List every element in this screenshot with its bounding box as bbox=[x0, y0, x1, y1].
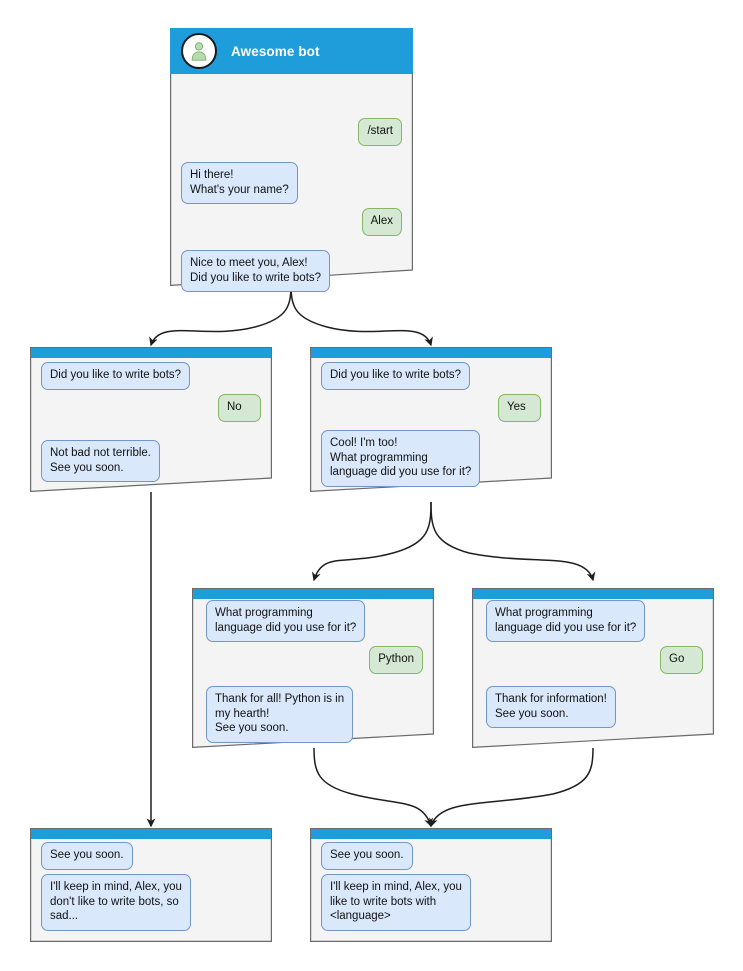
card-branch-no-content: Did you like to write bots? No Not bad n… bbox=[30, 347, 272, 492]
card-branch-no[interactable]: Did you like to write bots? No Not bad n… bbox=[30, 347, 272, 492]
card-end-happy-content: See you soon. I'll keep in mind, Alex, y… bbox=[310, 828, 552, 942]
card-branch-go[interactable]: What programming language did you use fo… bbox=[472, 588, 714, 748]
card-branch-yes-content: Did you like to write bots? Yes Cool! I'… bbox=[310, 347, 552, 492]
card-branch-yes[interactable]: Did you like to write bots? Yes Cool! I'… bbox=[310, 347, 552, 492]
message-bubble-bot[interactable]: Thank for all! Python is in my hearth! S… bbox=[206, 686, 354, 743]
card-branch-go-content: What programming language did you use fo… bbox=[472, 588, 714, 748]
chat-area: Did you like to write bots? No Not bad n… bbox=[30, 358, 272, 492]
message-bubble-bot[interactable]: See you soon. bbox=[321, 842, 413, 870]
message-bubble-bot[interactable]: Thank for information! See you soon. bbox=[486, 686, 616, 728]
message-bubble-user[interactable]: Yes bbox=[498, 394, 541, 422]
chat-area: What programming language did you use fo… bbox=[472, 599, 714, 748]
bot-title: Awesome bot bbox=[231, 43, 320, 59]
chat-area: See you soon. I'll keep in mind, Alex, y… bbox=[30, 839, 272, 942]
message-bubble-bot[interactable]: Not bad not terrible. See you soon. bbox=[41, 440, 161, 482]
message-bubble-user[interactable]: Go bbox=[660, 646, 703, 674]
connector-root-to-no bbox=[149, 282, 292, 347]
card-header-strip bbox=[31, 348, 271, 358]
chat-area: See you soon. I'll keep in mind, Alex, y… bbox=[310, 839, 552, 942]
card-header-strip bbox=[311, 348, 551, 358]
message-bubble-bot[interactable]: I'll keep in mind, Alex, you like to wri… bbox=[321, 874, 471, 931]
card-header-strip bbox=[473, 589, 713, 599]
connector-yes-to-python bbox=[311, 501, 432, 582]
card-branch-python-content: What programming language did you use fo… bbox=[192, 588, 434, 748]
message-bubble-bot[interactable]: Nice to meet you, Alex! Did you like to … bbox=[181, 250, 331, 292]
message-bubble-user[interactable]: Python bbox=[369, 646, 423, 674]
message-bubble-user[interactable]: Alex bbox=[361, 208, 402, 236]
message-bubble-bot[interactable]: Hi there! What's your name? bbox=[181, 162, 298, 204]
connector-yes-to-go bbox=[430, 501, 596, 582]
person-avatar-icon bbox=[181, 33, 217, 69]
root-chat-area: /start Hi there! What's your name? Alex … bbox=[170, 74, 413, 292]
card-header-strip bbox=[311, 829, 551, 839]
card-end-sad[interactable]: See you soon. I'll keep in mind, Alex, y… bbox=[30, 828, 272, 942]
card-header-strip bbox=[31, 829, 271, 839]
message-bubble-bot[interactable]: See you soon. bbox=[41, 842, 133, 870]
message-bubble-bot[interactable]: I'll keep in mind, Alex, you don't like … bbox=[41, 874, 191, 931]
card-end-happy[interactable]: See you soon. I'll keep in mind, Alex, y… bbox=[310, 828, 552, 942]
message-bubble-user[interactable]: /start bbox=[358, 118, 402, 146]
message-bubble-bot[interactable]: What programming language did you use fo… bbox=[486, 600, 646, 642]
chat-area: Did you like to write bots? Yes Cool! I'… bbox=[310, 358, 552, 492]
card-awesome-bot[interactable]: Awesome bot /start Hi there! What's your… bbox=[170, 28, 413, 292]
chat-area: What programming language did you use fo… bbox=[192, 599, 434, 748]
card-branch-python[interactable]: What programming language did you use fo… bbox=[192, 588, 434, 748]
message-bubble-bot[interactable]: What programming language did you use fo… bbox=[206, 600, 366, 642]
card-end-sad-content: See you soon. I'll keep in mind, Alex, y… bbox=[30, 828, 272, 942]
message-bubble-bot[interactable]: Did you like to write bots? bbox=[41, 362, 191, 390]
card-root-content: Awesome bot /start Hi there! What's your… bbox=[170, 28, 413, 292]
message-bubble-bot[interactable]: Cool! I'm too! What programming language… bbox=[321, 430, 481, 487]
connector-go-to-end-happy bbox=[429, 747, 594, 828]
bot-header-bar: Awesome bot bbox=[170, 28, 413, 74]
connector-python-to-end-happy bbox=[313, 747, 433, 828]
card-header-strip bbox=[193, 589, 433, 599]
message-bubble-bot[interactable]: Did you like to write bots? bbox=[321, 362, 471, 390]
connector-root-to-yes bbox=[290, 282, 433, 347]
message-bubble-user[interactable]: No bbox=[218, 394, 261, 422]
